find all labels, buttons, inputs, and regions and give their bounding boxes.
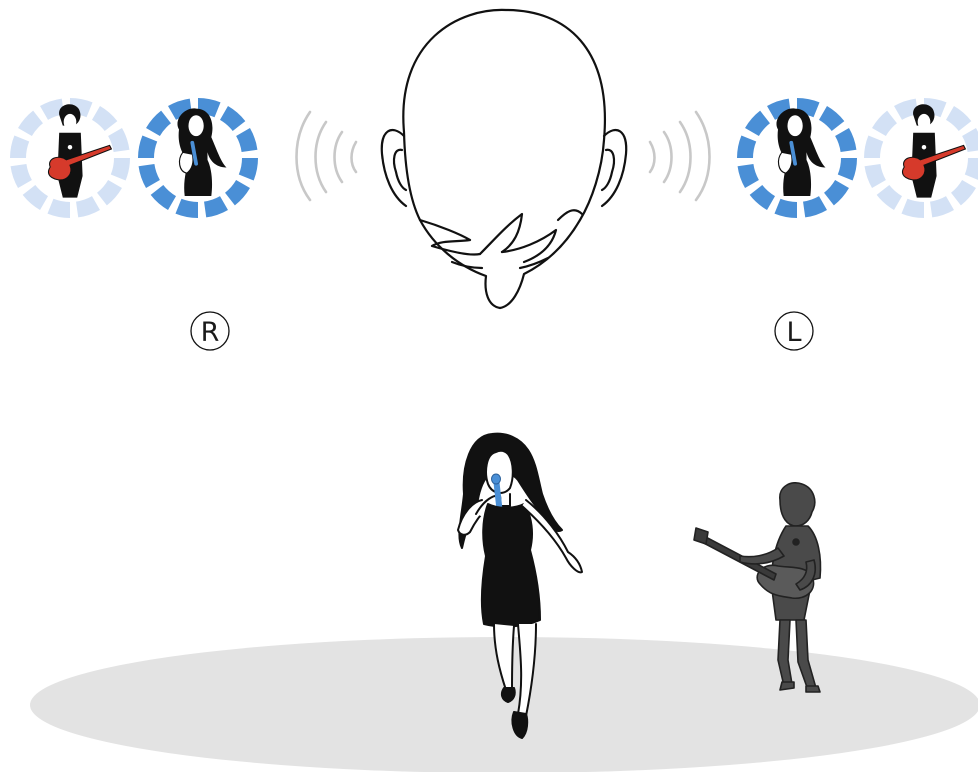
channel-marker-left: L — [775, 312, 813, 350]
ring-faded-guitarist-right — [18, 104, 122, 210]
listener-head-icon — [382, 10, 626, 308]
ring-active-singer-left — [745, 106, 849, 210]
ring-active-singer-right — [146, 106, 250, 210]
channel-marker-right: R — [191, 312, 229, 350]
channel-label-left: L — [786, 317, 801, 348]
channel-label-right: R — [201, 317, 220, 348]
ring-faded-guitarist-left — [872, 104, 976, 210]
